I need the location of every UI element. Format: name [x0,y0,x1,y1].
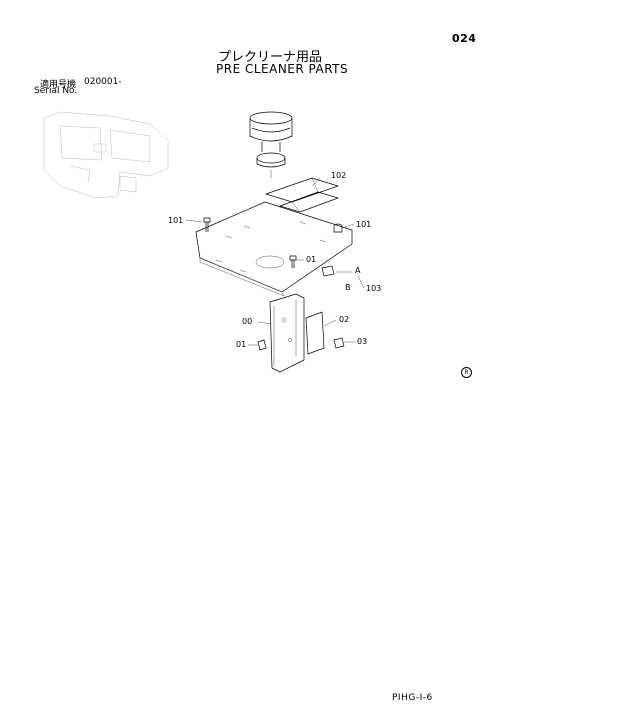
callout-B: B [345,283,351,292]
nut-03 [333,337,345,349]
callout-01-lower: 01 [236,340,246,349]
callout-00: 00 [242,317,252,326]
bracket-plate [269,293,305,373]
page-number: 024 [452,32,477,45]
machine-context-sketch [43,111,169,199]
serial-label-japanese: 適用号機 [40,80,77,90]
callout-101-left: 101 [168,216,183,225]
serial-label-english: Serial No. [34,86,78,96]
bolt-01-top [289,255,297,268]
side-cover [305,311,325,355]
callout-02: 02 [339,315,349,324]
cover-plate [264,177,340,213]
floor-plate [195,201,353,297]
callout-01-top: 01 [306,255,316,264]
part-103 [321,265,335,277]
callout-103: 103 [366,284,381,293]
page-footer-code: PIHG-I-6 [392,693,433,703]
callout-101-right: 101 [356,220,371,229]
leader-lines [185,177,365,346]
callout-A: A [355,266,361,275]
serial-number-value: 020001- [84,77,122,87]
callout-102: 102 [331,171,346,180]
bolt-01-lower [257,339,267,351]
page-title-japanese: プレクリーナ用品 [218,50,323,65]
bolt-101-right [333,223,343,233]
pre-cleaner-unit [249,111,293,178]
registered-mark-icon: R [461,367,472,378]
bolt-101-left [203,217,211,232]
callout-03: 03 [357,337,367,346]
page-title-english: PRE CLEANER PARTS [216,62,349,76]
